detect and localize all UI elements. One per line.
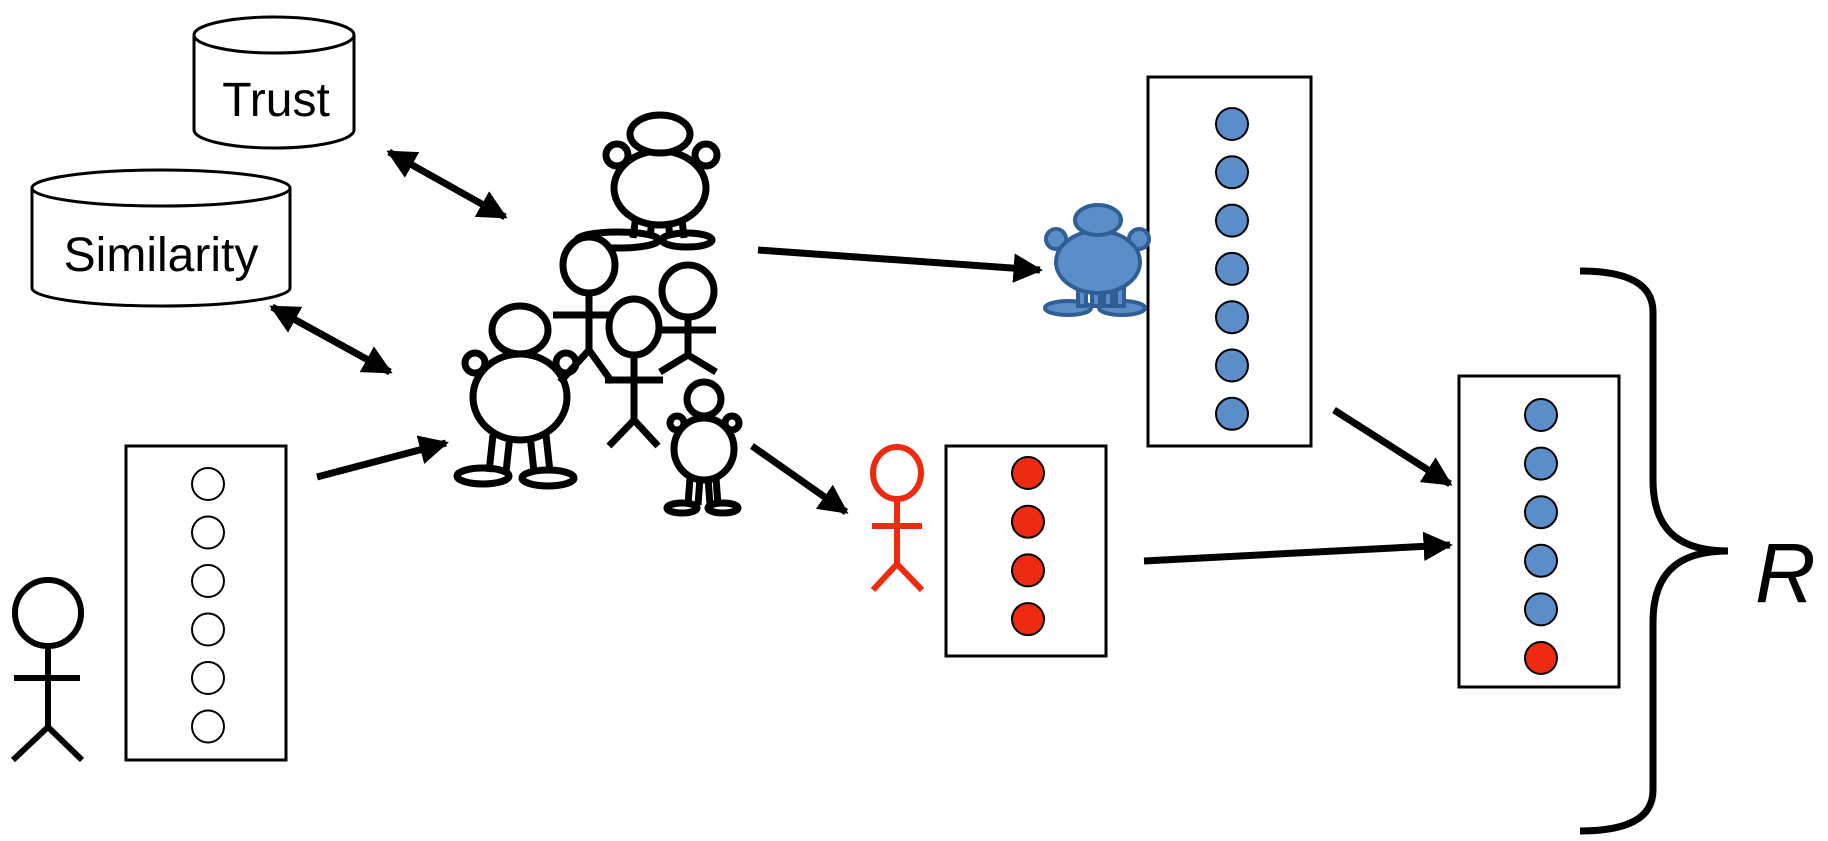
blue-item-dot xyxy=(1215,300,1249,335)
community-to-blue-arrow-icon xyxy=(757,246,1043,283)
blue-item-dot xyxy=(1215,251,1249,286)
community-to-red-arrow-icon xyxy=(749,443,849,515)
round-person-icon xyxy=(453,302,580,490)
stick-person-icon xyxy=(553,233,622,385)
empty-item-dot xyxy=(191,515,225,550)
blue-neighbor-items xyxy=(1215,107,1249,431)
red-neighbor-stick-person-icon xyxy=(870,444,925,593)
blue-item-dot xyxy=(1524,592,1558,627)
blue-item-dot xyxy=(1215,203,1249,238)
red-item-dot xyxy=(1011,504,1045,539)
blue-item-dot xyxy=(1524,543,1558,578)
red-item-dot xyxy=(1011,553,1045,588)
trust-label: Trust xyxy=(222,74,330,127)
blue-list-to-result-arrow-icon xyxy=(1332,407,1453,487)
blue-item-dot xyxy=(1524,495,1558,530)
similarity-database-icon: Similarity xyxy=(30,168,292,308)
similarity-label: Similarity xyxy=(64,229,259,282)
round-person-icon xyxy=(663,378,743,517)
blue-neighbor-round-person-icon xyxy=(1043,203,1151,317)
red-neighbor-items xyxy=(1011,456,1045,637)
blue-item-dot xyxy=(1215,155,1249,190)
result-items xyxy=(1524,398,1558,675)
red-item-dot xyxy=(1011,456,1045,490)
empty-item-dot xyxy=(191,564,225,598)
red-item-dot xyxy=(1011,602,1045,637)
similarity-arrow-icon xyxy=(269,303,393,376)
result-label: R xyxy=(1755,526,1816,620)
red-list-to-result-arrow-icon xyxy=(1143,531,1453,565)
stick-person-icon xyxy=(605,295,663,449)
blue-item-dot xyxy=(1215,348,1249,383)
empty-item-dot xyxy=(191,661,225,695)
blue-item-dot xyxy=(1215,396,1249,431)
blue-item-dot xyxy=(1524,446,1558,481)
stick-person-icon xyxy=(658,261,718,375)
target-user-stick-person-icon xyxy=(10,577,85,763)
red-item-dot xyxy=(1524,641,1558,675)
empty-item-dot xyxy=(191,467,225,501)
target-user-items xyxy=(191,467,225,744)
empty-item-dot xyxy=(191,612,225,647)
blue-item-dot xyxy=(1215,107,1249,141)
curly-brace-icon xyxy=(1579,267,1729,835)
arrows xyxy=(269,148,1453,565)
target-to-community-arrow-icon xyxy=(316,435,449,481)
trust-arrow-icon xyxy=(386,148,508,221)
blue-item-dot xyxy=(1524,398,1558,432)
round-person-icon xyxy=(573,111,721,252)
community-group xyxy=(453,111,743,517)
empty-item-dot xyxy=(191,709,225,744)
trust-database-icon: Trust xyxy=(192,15,356,150)
